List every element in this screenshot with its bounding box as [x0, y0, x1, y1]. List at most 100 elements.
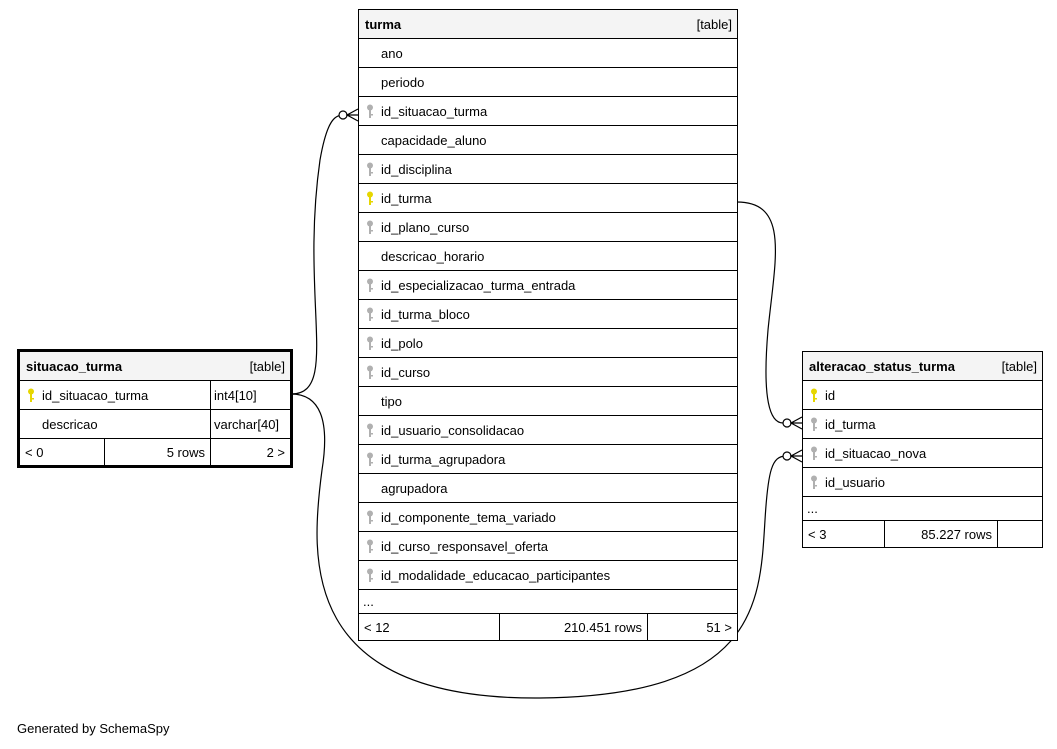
column-list: ano periodo id_situacao_turma capacidade_al… — [359, 39, 737, 590]
parents-count: < 3 — [803, 521, 885, 547]
column-name: id_turma — [381, 190, 432, 206]
column-name: ano — [381, 45, 403, 61]
column-row[interactable]: id_situacao_nova — [803, 439, 1042, 468]
foreign-key-icon — [359, 568, 381, 583]
foreign-key-icon — [803, 446, 825, 461]
edge-turma-to-alteracao — [736, 201, 784, 424]
column-name: id_situacao_turma — [42, 387, 149, 403]
parents-count: < 12 — [359, 614, 500, 640]
column-name: id_turma_agrupadora — [381, 451, 506, 467]
column-row[interactable]: id_modalidade_educacao_participantes — [359, 561, 737, 590]
column-row[interactable]: id_usuario_consolidacao — [359, 416, 737, 445]
column-row[interactable]: id_disciplina — [359, 155, 737, 184]
more-columns: ... — [803, 497, 1042, 521]
column-name: agrupadora — [381, 480, 448, 496]
column-row[interactable]: id_usuario — [803, 468, 1042, 497]
column-row[interactable]: agrupadora — [359, 474, 737, 503]
edge-situacao-turma-to-turma — [290, 114, 344, 395]
foreign-key-icon — [359, 220, 381, 235]
column-row[interactable]: id_turma_agrupadora — [359, 445, 737, 474]
table-kind: [table] — [696, 16, 732, 32]
column-name: id_situacao_nova — [825, 445, 927, 461]
foreign-key-icon — [359, 423, 381, 438]
column-name: id_disciplina — [381, 161, 452, 177]
column-row[interactable]: tipo — [359, 387, 737, 416]
column-name: id_polo — [381, 335, 423, 351]
foreign-key-icon — [359, 162, 381, 177]
column-name: id_usuario — [825, 474, 885, 490]
row-count: 5 rows — [105, 439, 211, 465]
column-row[interactable]: id_turma_bloco — [359, 300, 737, 329]
column-row[interactable]: id_polo — [359, 329, 737, 358]
column-type: int4[10] — [210, 381, 290, 409]
table-header: situacao_turma [table] — [20, 352, 290, 381]
foreign-key-icon — [359, 365, 381, 380]
column-name: descricao — [42, 416, 98, 432]
foreign-key-icon — [359, 307, 381, 322]
table-situacao-turma[interactable]: situacao_turma [table] id_situacao_turma… — [17, 349, 293, 468]
column-row[interactable]: id_turma — [803, 410, 1042, 439]
table-footer: < 0 5 rows 2 > — [20, 439, 290, 465]
children-count: 2 > — [266, 444, 285, 460]
column-row[interactable]: id_plano_curso — [359, 213, 737, 242]
foreign-key-icon — [359, 278, 381, 293]
column-row[interactable]: descricao varchar[40] — [20, 410, 290, 439]
column-row[interactable]: descricao_horario — [359, 242, 737, 271]
more-columns: ... — [359, 590, 737, 614]
column-row[interactable]: capacidade_aluno — [359, 126, 737, 155]
column-name: id_modalidade_educacao_participantes — [381, 567, 611, 583]
foreign-key-icon — [359, 452, 381, 467]
column-name: periodo — [381, 74, 425, 90]
primary-key-icon — [20, 388, 42, 403]
column-name: id — [825, 387, 836, 403]
children-count — [998, 521, 1042, 547]
column-name: capacidade_aluno — [381, 132, 487, 148]
edge-crowfoot — [789, 449, 803, 463]
foreign-key-icon — [359, 336, 381, 351]
table-turma[interactable]: turma [table] ano periodo id_situacao_turm… — [358, 9, 738, 641]
children-count: 51 > — [706, 619, 732, 635]
edge-crowfoot — [345, 108, 359, 122]
primary-key-icon — [803, 388, 825, 403]
column-row[interactable]: id_curso — [359, 358, 737, 387]
table-header: turma [table] — [359, 10, 737, 39]
edge-crowfoot — [789, 416, 803, 430]
column-row[interactable]: id_situacao_turma — [359, 97, 737, 126]
column-type: varchar[40] — [210, 410, 290, 438]
column-row[interactable]: id_situacao_turma int4[10] — [20, 381, 290, 410]
column-name: id_situacao_turma — [381, 103, 488, 119]
edge-situacao-turma-to-alteracao — [290, 393, 787, 699]
column-name: id_curso — [381, 364, 431, 380]
column-row[interactable]: id — [803, 381, 1042, 410]
table-footer: < 3 85.227 rows — [803, 521, 1042, 547]
column-list: id id_turma id_situacao_nova id_usuario — [803, 381, 1042, 497]
table-header: alteracao_status_turma [table] — [803, 352, 1042, 381]
foreign-key-icon — [803, 417, 825, 432]
column-row[interactable]: id_curso_responsavel_oferta — [359, 532, 737, 561]
row-count: 85.227 rows — [885, 521, 998, 547]
table-name: turma — [365, 16, 402, 32]
column-list: id_situacao_turma int4[10] descricao varcha… — [20, 381, 290, 439]
column-row[interactable]: ano — [359, 39, 737, 68]
primary-key-icon — [359, 191, 381, 206]
parents-count: < 0 — [20, 439, 105, 465]
column-row[interactable]: id_componente_tema_variado — [359, 503, 737, 532]
column-row[interactable]: periodo — [359, 68, 737, 97]
table-kind: [table] — [1001, 358, 1037, 374]
column-name: id_turma — [825, 416, 876, 432]
column-name: id_usuario_consolidacao — [381, 422, 525, 438]
foreign-key-icon — [359, 104, 381, 119]
foreign-key-icon — [359, 510, 381, 525]
table-name: alteracao_status_turma — [809, 358, 955, 374]
column-row[interactable]: id_turma — [359, 184, 737, 213]
row-count: 210.451 rows — [500, 614, 648, 640]
foreign-key-icon — [803, 475, 825, 490]
column-row[interactable]: id_especializacao_turma_entrada — [359, 271, 737, 300]
table-alteracao-status-turma[interactable]: alteracao_status_turma [table] id id_turm… — [802, 351, 1043, 548]
generated-by-label: Generated by SchemaSpy — [17, 721, 170, 736]
column-name: id_especializacao_turma_entrada — [381, 277, 576, 293]
column-name: tipo — [381, 393, 402, 409]
column-name: descricao_horario — [381, 248, 485, 264]
column-name: id_curso_responsavel_oferta — [381, 538, 548, 554]
